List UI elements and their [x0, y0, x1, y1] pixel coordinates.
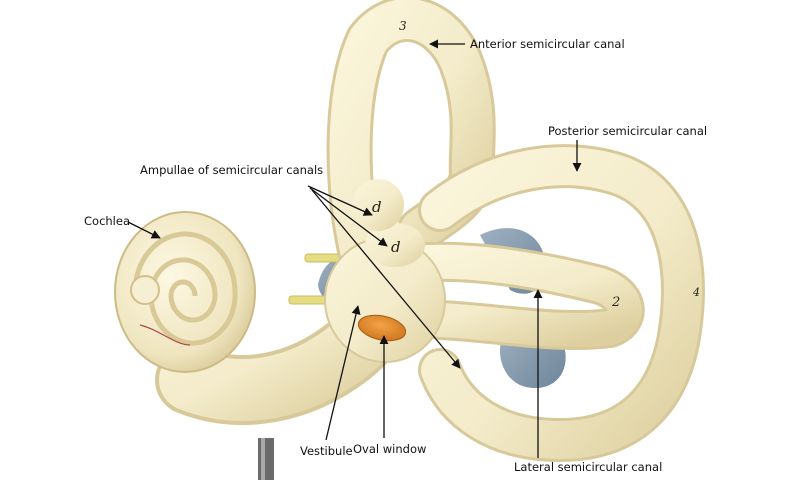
pointer-lines	[127, 39, 582, 458]
mark-lateral: 2	[611, 295, 620, 310]
label-posterior-semicircular-canal: Posterior semicircular canal	[548, 124, 707, 138]
label-cochlea: Cochlea	[84, 214, 130, 228]
pointer-ampulla-lateral	[311, 189, 461, 369]
pointer-cochlea	[127, 221, 161, 239]
mark-ampulla-lower: d	[391, 238, 401, 256]
pointer-ampulla-lower	[309, 187, 388, 247]
cochlea-shape	[114, 211, 256, 373]
labels: Anterior semicircular canal Posterior se…	[84, 37, 707, 474]
label-vestibule: Vestibule	[300, 444, 353, 458]
label-oval-window: Oval window	[353, 442, 426, 456]
mark-anterior-top: 3	[399, 19, 407, 33]
vestibule-shape	[324, 179, 446, 363]
model-stand	[258, 438, 274, 480]
label-anterior-semicircular-canal: Anterior semicircular canal	[470, 37, 625, 51]
pointer-ampulla-upper	[307, 185, 373, 216]
label-lateral-semicircular-canal: Lateral semicircular canal	[514, 460, 662, 474]
label-ampullae: Ampullae of semicircular canals	[140, 163, 323, 177]
bony-labyrinth	[155, 0, 705, 462]
mark-posterior-edge: 4	[692, 286, 700, 299]
model-markings: 3 d d 2 4	[372, 19, 700, 310]
mark-ampulla-upper: d	[372, 198, 382, 216]
pointer-vestibule	[325, 305, 361, 441]
